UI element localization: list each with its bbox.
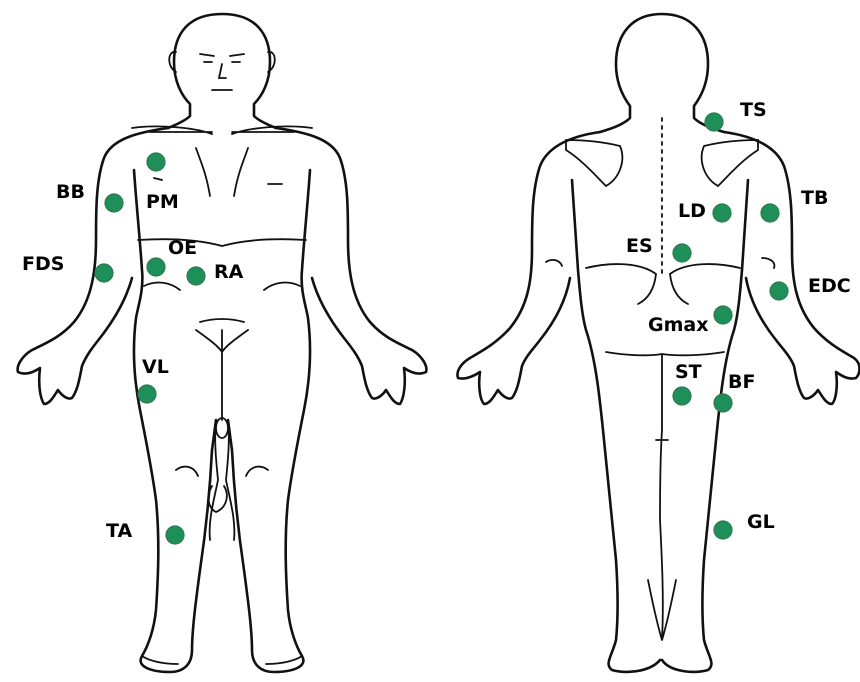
label-gl: GL — [747, 511, 775, 533]
back-right-arm-outline — [724, 132, 860, 404]
front-head-outline — [168, 14, 276, 128]
electrode-tb — [761, 204, 779, 222]
label-pm: PM — [146, 191, 179, 213]
front-face — [200, 54, 244, 90]
electrode-pm — [147, 153, 165, 171]
back-head-outline — [600, 14, 724, 132]
front-ears — [169, 52, 275, 72]
label-vl: VL — [142, 356, 169, 378]
back-torso-outline — [572, 180, 748, 672]
electrode-st — [673, 387, 691, 405]
label-oe: OE — [168, 237, 197, 259]
front-right-arm-outline — [276, 128, 426, 404]
electrode-ra — [187, 267, 205, 285]
label-es: ES — [626, 235, 653, 257]
electrode-fds — [95, 264, 113, 282]
label-fds: FDS — [22, 253, 64, 275]
electrode-es — [673, 244, 691, 262]
electrode-oe — [147, 258, 165, 276]
electrode-gmax — [714, 306, 732, 324]
front-knee-mark — [216, 418, 228, 438]
electrode-bf — [714, 394, 732, 412]
back-shoulder-blades — [566, 140, 758, 186]
label-tb: TB — [801, 187, 828, 209]
electrode-edc — [770, 282, 788, 300]
electrode-ta — [166, 526, 184, 544]
label-ra: RA — [214, 261, 244, 283]
electrode-ld — [713, 204, 731, 222]
label-ld: LD — [678, 200, 706, 222]
label-edc: EDC — [808, 275, 851, 297]
label-bf: BF — [728, 371, 755, 393]
electrode-gl — [714, 521, 732, 539]
front-feet — [142, 656, 302, 664]
label-ts: TS — [740, 99, 767, 121]
front-body-figure — [18, 14, 427, 672]
label-st: ST — [675, 361, 702, 383]
label-bb: BB — [56, 181, 85, 203]
label-ta: TA — [106, 520, 132, 542]
label-gmax: Gmax — [648, 314, 708, 336]
electrode-bb — [105, 194, 123, 212]
electrode-vl — [138, 385, 156, 403]
back-body-figure — [458, 14, 860, 672]
electrode-ts — [705, 113, 723, 131]
back-legs-inner — [648, 430, 676, 640]
front-abdomen — [144, 283, 300, 420]
